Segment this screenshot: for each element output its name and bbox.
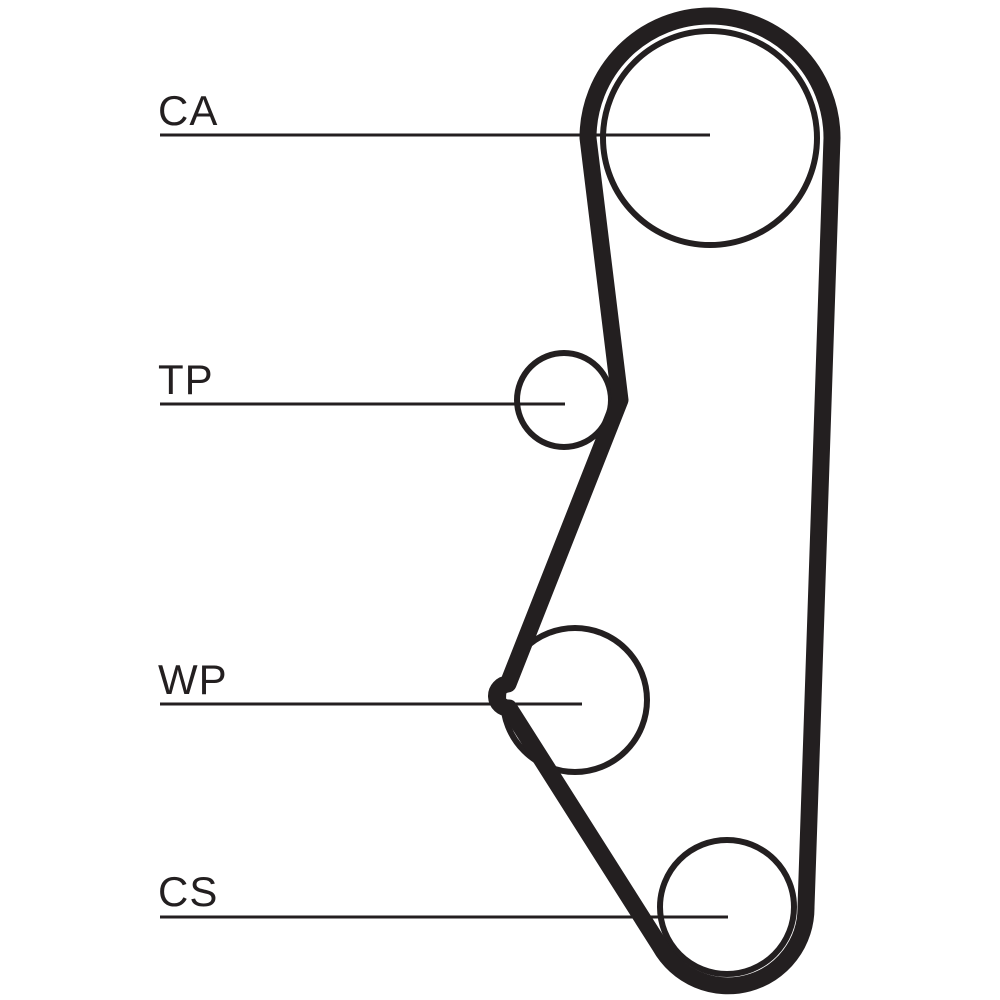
tensioner-pulley (514, 350, 614, 450)
label-wp: WP (158, 656, 228, 703)
label-cs: CS (158, 868, 218, 915)
label-tp: TP (158, 356, 214, 403)
camshaft-pulley (600, 28, 820, 248)
timing-belt (488, 7, 841, 995)
crankshaft-pulley (657, 837, 797, 977)
label-ca: CA (158, 87, 218, 134)
